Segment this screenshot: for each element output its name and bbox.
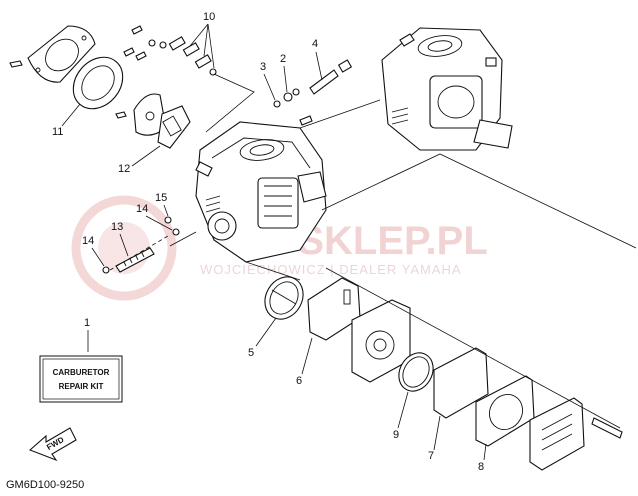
part-10-screws — [123, 25, 217, 76]
carburetor-body-main — [195, 121, 327, 263]
callout-6: 6 — [296, 375, 302, 387]
callout-10: 10 — [203, 11, 215, 23]
repair-kit-line2: REPAIR KIT — [59, 382, 104, 391]
callout-14-upper: 14 — [136, 203, 148, 215]
watermark-logo — [71, 195, 177, 301]
watermark-dealer: WOJCIECHOWICZ | DEALER YAMAHA — [200, 262, 462, 277]
part-12-pump-cover — [115, 93, 191, 149]
repair-kit-box: CARBURETOR REPAIR KIT — [39, 355, 123, 403]
end-cover-with-screw — [529, 397, 623, 471]
callout-5: 5 — [248, 347, 254, 359]
callouts: 10 2 3 4 11 12 15 14 13 14 1 5 6 9 7 8 — [52, 11, 487, 473]
callout-7: 7 — [428, 450, 434, 462]
assembly-lines — [109, 73, 637, 429]
callout-12: 12 — [118, 163, 130, 175]
callout-8: 8 — [478, 461, 484, 473]
callout-1: 1 — [84, 317, 90, 329]
parts-2-3-4-small — [273, 59, 353, 126]
callout-15: 15 — [155, 192, 167, 204]
callout-3: 3 — [260, 61, 266, 73]
callout-9: 9 — [393, 429, 399, 441]
callout-14-lower: 14 — [82, 235, 94, 247]
callout-4: 4 — [312, 38, 318, 50]
diagram-code: GM6D100-9250 — [6, 479, 84, 491]
parts-13-14-15-screw-set — [102, 216, 180, 274]
carburetor-body-rear — [381, 27, 513, 151]
part-11-diaphragm-cover — [9, 25, 124, 110]
repair-kit-line1: CARBURETOR — [53, 368, 110, 377]
callout-11: 11 — [52, 126, 63, 138]
callout-2: 2 — [280, 53, 286, 65]
fwd-arrow-icon: FWD — [28, 427, 77, 462]
part-5-gasket — [264, 276, 304, 320]
callout-13: 13 — [111, 221, 123, 233]
part-9-o-ring — [398, 352, 434, 392]
part-7-gasket-plate — [433, 347, 489, 419]
